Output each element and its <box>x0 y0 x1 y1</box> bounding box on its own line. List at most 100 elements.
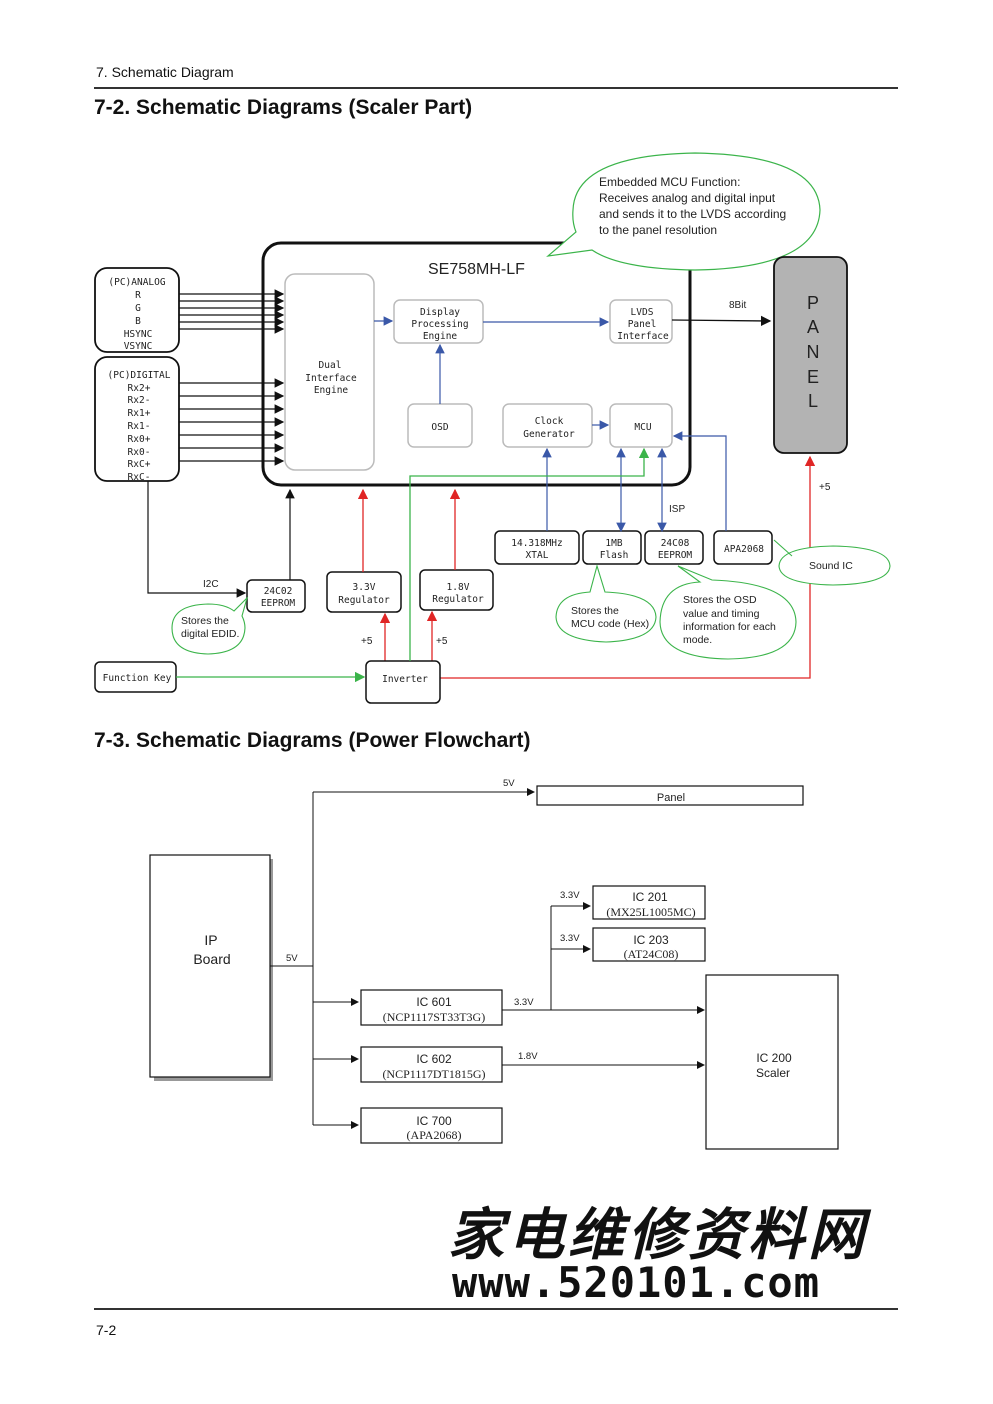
lvds-line-2: Panel <box>628 319 657 330</box>
apa2068-chip <box>713 530 773 565</box>
i2c-label: I2C <box>203 579 219 590</box>
chip-label: SE758MH-LF <box>428 261 525 278</box>
control-lines <box>176 447 650 683</box>
sound-label: Sound IC <box>809 560 853 572</box>
mcu-block <box>609 403 673 448</box>
osd-label: OSD <box>431 422 448 433</box>
ic201-box <box>592 885 706 920</box>
ip-line-1: IP <box>204 932 217 948</box>
callout-line-3: and sends it to the LVDS according <box>599 207 786 221</box>
edid-note <box>171 596 249 655</box>
analog-label: (PC)ANALOG <box>108 277 165 288</box>
plus5-reg18-label: +5 <box>436 636 448 647</box>
footer-rule <box>94 1308 898 1310</box>
analog-input-box <box>94 267 180 353</box>
panel-letter-l: L <box>808 391 818 411</box>
inverter-block <box>365 660 441 704</box>
eeprom02-line-1: 24C02 <box>264 586 293 597</box>
external-signal-arrows <box>542 431 727 533</box>
eeprom08-line-2: EEPROM <box>658 550 693 561</box>
flash-chip <box>582 530 642 565</box>
ic601-line-2: (NCP1117ST33T3G) <box>383 1010 485 1024</box>
regulator-1v8 <box>419 569 494 611</box>
dpe-line-2: Processing <box>411 319 468 330</box>
ic200-line-1: IC 200 <box>756 1051 792 1065</box>
eeprom02-line-2: EEPROM <box>261 598 296 609</box>
i2c-line <box>147 481 247 598</box>
ic200-scaler-box <box>705 974 839 1150</box>
ic203-box <box>592 927 706 962</box>
ic700-line-1: IC 700 <box>416 1114 452 1128</box>
reg33-line-1: 3.3V <box>353 582 376 593</box>
xtal-chip <box>494 530 580 565</box>
xtal-line-2: XTAL <box>526 550 549 561</box>
panel-letter-e: E <box>807 367 819 387</box>
ic201-line-1: IC 201 <box>632 890 668 904</box>
ic602-line-1: IC 602 <box>416 1052 452 1066</box>
v5-side-label: 5V <box>286 953 298 964</box>
digital-rx2p: Rx2+ <box>128 383 151 394</box>
digital-label: (PC)DIGITAL <box>108 370 171 381</box>
xtal-line-1: 14.318MHz <box>511 538 562 549</box>
dual-line-2: Interface <box>305 373 357 384</box>
analog-b: B <box>135 316 141 327</box>
ic203-line-2: (AT24C08) <box>624 947 679 961</box>
osdnote-line-1: Stores the OSD <box>683 594 757 606</box>
analog-r: R <box>135 290 141 301</box>
callout-line-4: to the panel resolution <box>599 223 717 237</box>
ic201-line-2: (MX25L1005MC) <box>606 905 695 919</box>
ip-line-2: Board <box>193 951 230 967</box>
isp-label: ISP <box>669 504 685 515</box>
osdnote-line-4: mode. <box>683 634 712 646</box>
inverter-label: Inverter <box>382 674 428 685</box>
reg33-line-2: Regulator <box>338 595 390 606</box>
mcu-code-note <box>555 564 657 643</box>
dual-line-1: Dual <box>319 360 342 371</box>
funckey-label: Function Key <box>103 673 172 684</box>
panel-letter-a: A <box>807 317 819 337</box>
ic700-box <box>360 1107 503 1144</box>
dpe-line-1: Display <box>420 307 460 318</box>
section-header: 7. Schematic Diagram <box>96 64 234 80</box>
ic200-line-2: Scaler <box>756 1066 790 1080</box>
power-panel-label: Panel <box>657 792 685 804</box>
apa-label: APA2068 <box>724 544 764 555</box>
callout-line-1: Embedded MCU Function: <box>599 175 740 189</box>
v18-scaler-label: 1.8V <box>518 1051 538 1062</box>
power-panel-box <box>536 785 804 806</box>
input-bus-arrows <box>179 289 285 466</box>
watermark-url: www.520101.com <box>452 1258 821 1307</box>
mcucode-line-1: Stores the <box>571 605 619 617</box>
regulator-3v3 <box>326 571 402 613</box>
analog-g: G <box>135 303 141 314</box>
watermark-cn: 家电维修资料网 <box>448 1202 868 1268</box>
clock-line-2: Generator <box>523 429 575 440</box>
power-title: 7-3. Schematic Diagrams (Power Flowchart… <box>94 729 531 752</box>
digital-rx1m: Rx1- <box>128 421 151 432</box>
lvds-panel-interface <box>609 299 673 344</box>
panel-letter-p: P <box>807 293 819 313</box>
dual-interface-engine <box>284 273 375 471</box>
panel-letter-n: N <box>807 342 820 362</box>
digital-rx1p: Rx1+ <box>128 408 151 419</box>
mcucode-line-2: MCU code (Hex) <box>571 618 649 630</box>
ic601-box <box>360 989 503 1026</box>
v33-ic201-label: 3.3V <box>560 890 580 901</box>
dpe-line-3: Engine <box>423 331 458 342</box>
ic601-line-1: IC 601 <box>416 995 452 1009</box>
mcu-callout <box>546 152 821 271</box>
clock-line-1: Clock <box>535 416 564 427</box>
digital-rx0m: Rx0- <box>128 447 151 458</box>
flash-line-2: Flash <box>600 550 629 561</box>
eeprom-24c02-chip <box>246 579 306 613</box>
digital-rx2m: Rx2- <box>128 395 151 406</box>
v33-ic203-label: 3.3V <box>560 933 580 944</box>
flash-line-1: 1MB <box>605 538 622 549</box>
osd-note <box>659 565 797 660</box>
mcu-label: MCU <box>634 422 651 433</box>
osdnote-line-2: value and timing <box>683 608 760 620</box>
digital-input-box <box>94 356 180 482</box>
plus5-panel-label: +5 <box>819 482 831 493</box>
osdnote-line-3: information for each <box>683 621 776 633</box>
sound-ic-note <box>773 539 891 586</box>
